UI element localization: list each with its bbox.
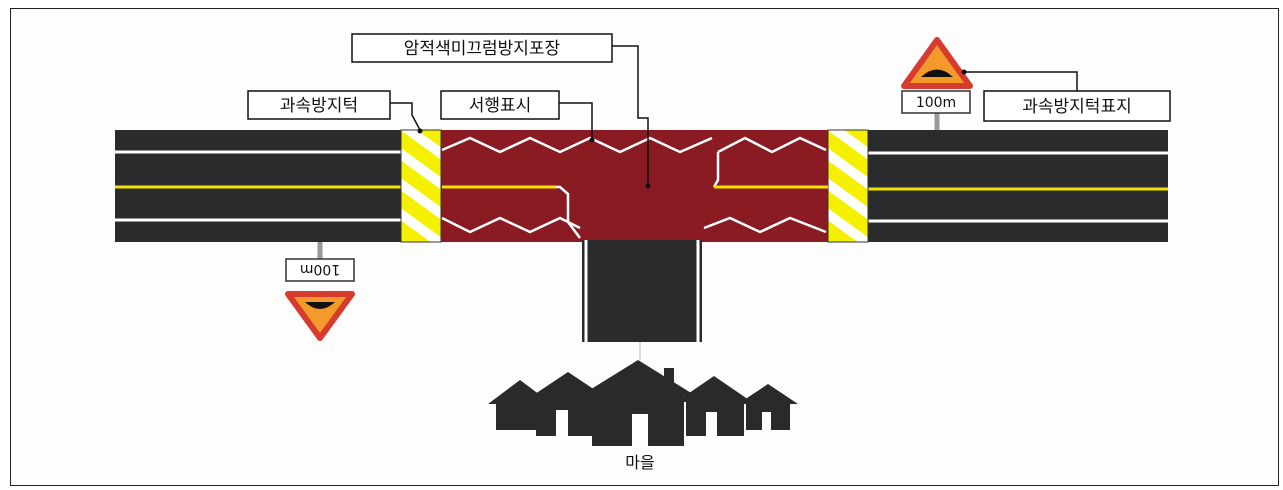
label-village: 마을 <box>625 453 654 472</box>
village-houses-icon <box>488 360 798 446</box>
label-anti-skid-pavement: 암적색미끄럼방지포장 <box>404 39 561 59</box>
callout-speed-bump <box>247 90 423 134</box>
speed-bump-warning-sign-icon <box>285 242 355 341</box>
callout-slow-marking <box>440 90 595 143</box>
label-speed-bump: 과속방지턱 <box>280 96 358 116</box>
callout-anti-skid <box>351 33 651 189</box>
speed-bump-right <box>827 129 869 243</box>
side-road <box>582 236 702 342</box>
road-right <box>866 130 1168 242</box>
sign-distance-left: 100m <box>300 261 340 277</box>
slow-marking-lines <box>441 136 828 239</box>
sign-distance-right: 100m <box>916 95 956 111</box>
anti-skid-pavement <box>440 130 828 242</box>
label-speed-bump-sign: 과속방지턱표지 <box>1022 97 1131 117</box>
callout-speed-bump-sign <box>961 69 1171 122</box>
speed-bump-warning-sign-icon <box>901 37 973 130</box>
label-slow-marking: 서행표시 <box>469 96 532 116</box>
speed-bump-left <box>400 129 442 243</box>
